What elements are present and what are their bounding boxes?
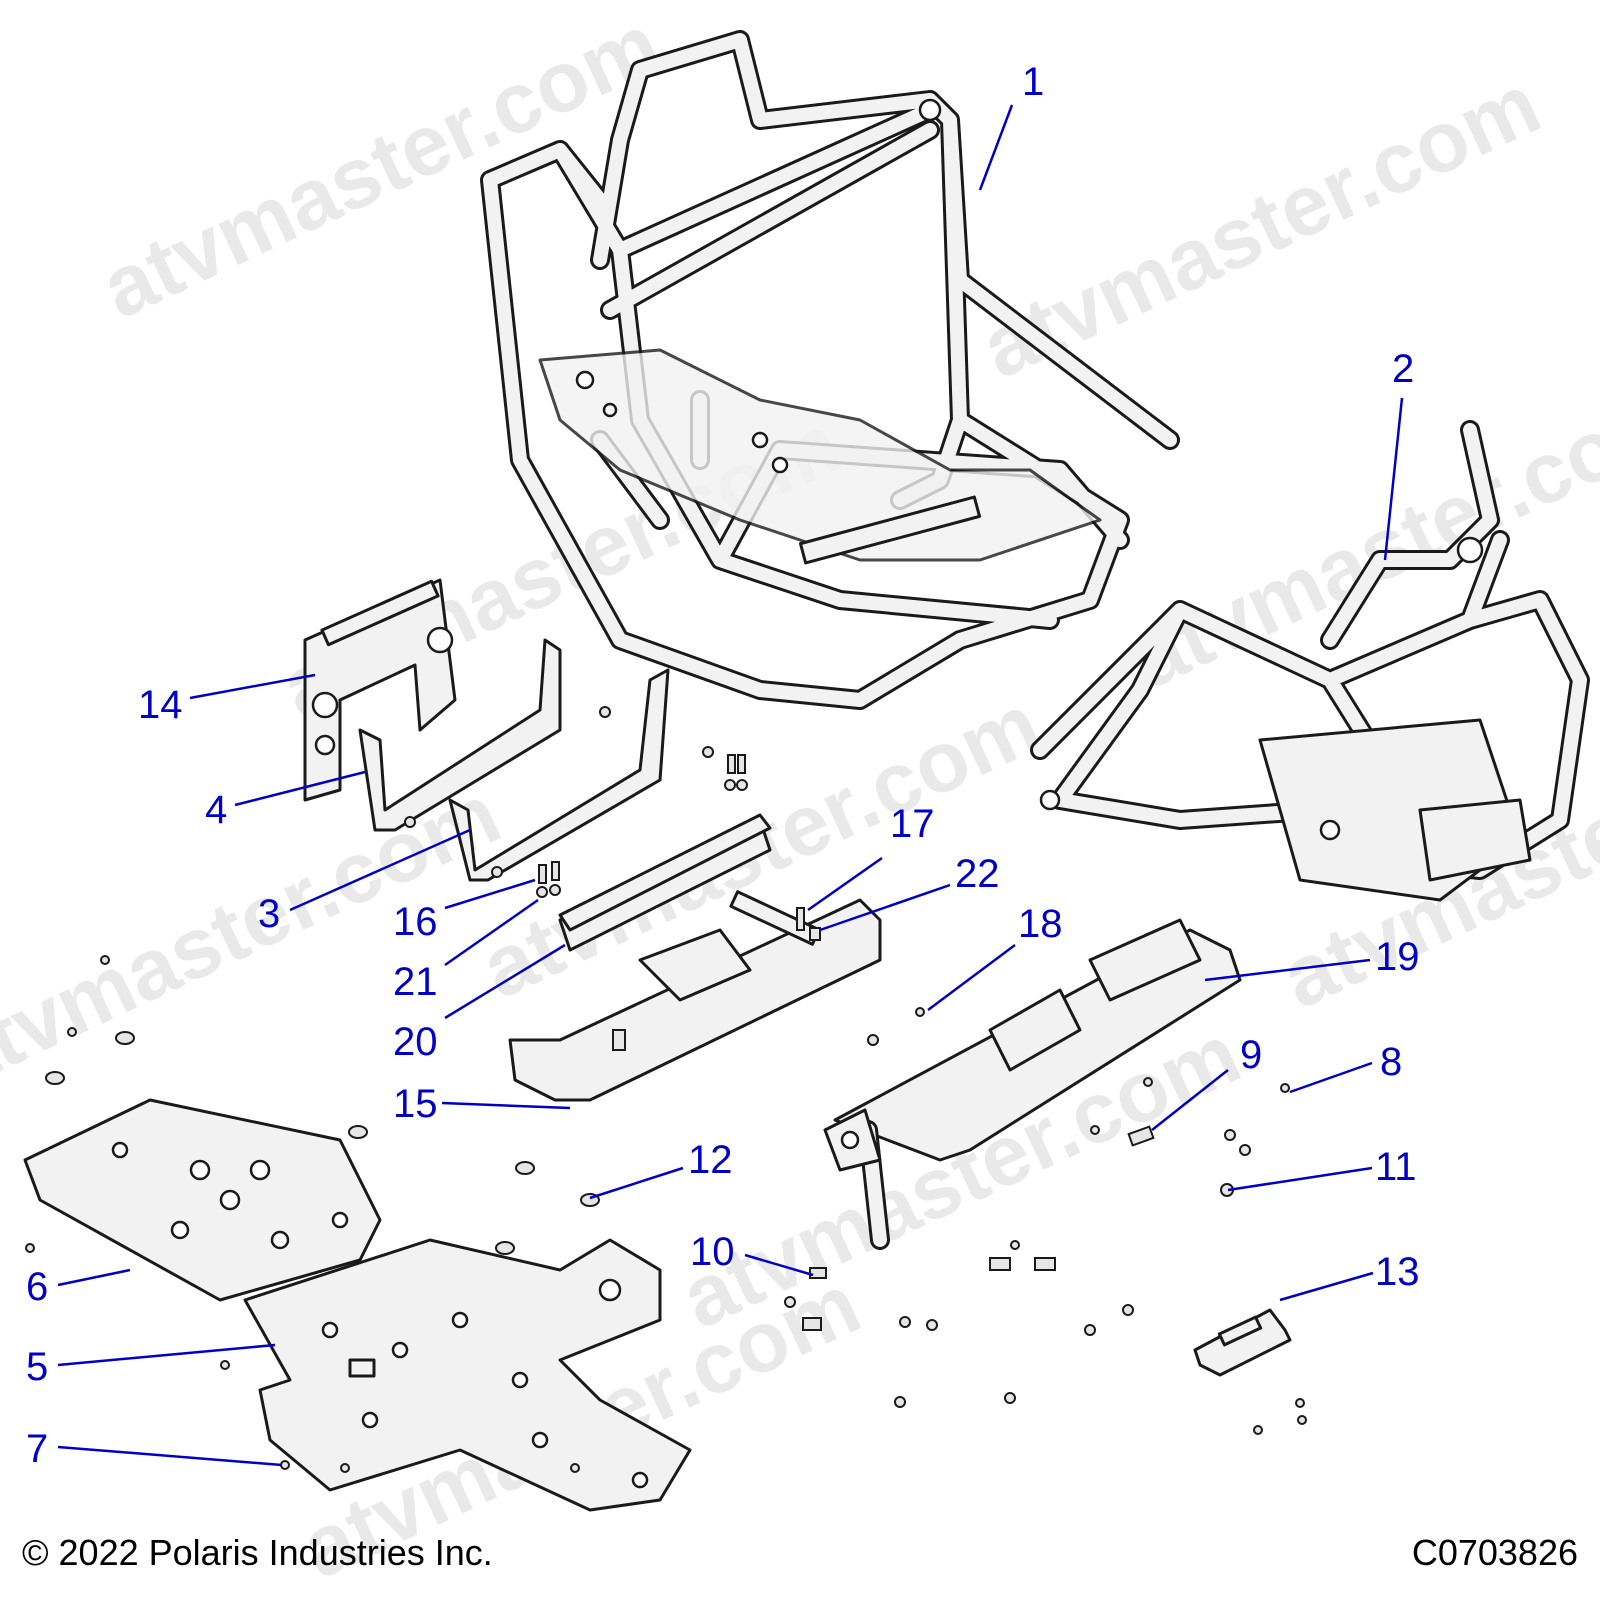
callout-4: 4 xyxy=(205,788,227,832)
leader-9 xyxy=(1151,1069,1229,1131)
leader-13 xyxy=(1279,1271,1374,1302)
leader-19 xyxy=(1204,958,1371,982)
callout-9: 9 xyxy=(1240,1033,1262,1077)
leader-21 xyxy=(444,898,539,967)
callout-13: 13 xyxy=(1375,1250,1420,1294)
leader-10 xyxy=(744,1253,814,1277)
callout-20: 20 xyxy=(393,1020,438,1064)
seat-support-3 xyxy=(448,668,670,882)
skid-plate-6 xyxy=(23,1098,382,1302)
leader-16 xyxy=(444,878,536,910)
callout-19: 19 xyxy=(1375,935,1420,979)
callout-5: 5 xyxy=(26,1345,48,1389)
callout-12: 12 xyxy=(688,1138,733,1182)
main-frame xyxy=(480,30,1180,710)
seat-support-4 xyxy=(358,638,562,832)
callout-16: 16 xyxy=(393,900,438,944)
callout-22: 22 xyxy=(955,852,1000,896)
leader-18 xyxy=(927,943,1016,1012)
leader-4 xyxy=(234,770,366,807)
leader-22 xyxy=(819,883,951,932)
diagram-code: C0703826 xyxy=(1411,1532,1578,1573)
copyright-text: © 2022 Polaris Industries Inc. xyxy=(22,1532,493,1573)
callout-15: 15 xyxy=(393,1082,438,1126)
leader-17 xyxy=(807,856,883,912)
leader-14 xyxy=(189,673,316,700)
leader-lines xyxy=(57,104,1404,1467)
hardware xyxy=(25,706,1307,1473)
callout-1: 1 xyxy=(1022,60,1044,104)
callout-3: 3 xyxy=(258,892,280,936)
leader-6 xyxy=(57,1268,131,1287)
callout-7: 7 xyxy=(26,1427,48,1471)
callout-6: 6 xyxy=(26,1265,48,1309)
watermark: atvmaster.com xyxy=(1117,366,1600,708)
leader-8 xyxy=(1289,1061,1373,1094)
callout-8: 8 xyxy=(1380,1040,1402,1084)
callout-14: 14 xyxy=(138,683,183,727)
callout-10: 10 xyxy=(690,1230,735,1274)
leader-11 xyxy=(1227,1166,1373,1192)
leader-1 xyxy=(978,104,1014,191)
callout-11: 11 xyxy=(1375,1145,1417,1189)
leader-20 xyxy=(444,943,566,1020)
leader-5 xyxy=(57,1343,276,1367)
bracket-14 xyxy=(303,578,457,802)
callout-21: 21 xyxy=(393,960,438,1004)
leader-3 xyxy=(289,828,471,912)
callout-18: 18 xyxy=(1018,902,1063,946)
skid-plate-5 xyxy=(243,1238,692,1512)
leader-7 xyxy=(57,1445,283,1467)
front-frame xyxy=(1030,420,1590,902)
callout-17: 17 xyxy=(890,802,935,846)
leader-12 xyxy=(589,1166,684,1200)
bracket-13 xyxy=(1193,1308,1292,1377)
leader-2 xyxy=(1383,397,1404,561)
callout-numbers: 1 2 3 4 5 6 7 8 9 10 11 12 13 14 15 16 1… xyxy=(26,60,1420,1471)
rear-crossmember-19 xyxy=(823,918,1242,1250)
crossmember-20 xyxy=(558,813,772,932)
callout-2: 2 xyxy=(1392,347,1414,391)
leader-15 xyxy=(441,1101,571,1110)
